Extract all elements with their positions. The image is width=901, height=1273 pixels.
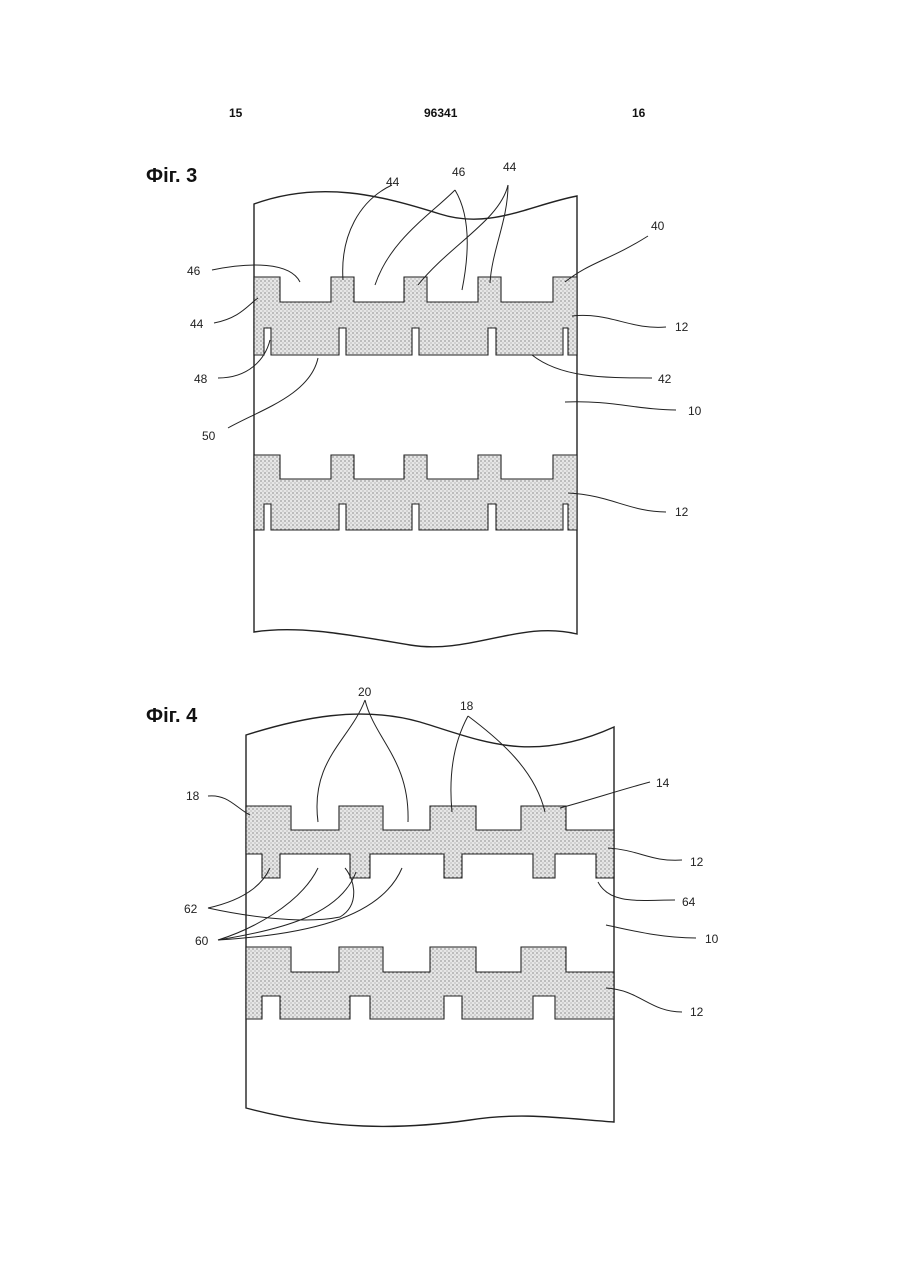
fig4-label-62: 62 xyxy=(184,902,198,916)
fig3-label-46b: 46 xyxy=(187,264,201,278)
fig4-leader-62-2 xyxy=(208,868,354,920)
fig4-leader-64 xyxy=(598,882,675,900)
fig3-label-48: 48 xyxy=(194,372,208,386)
fig3-label-50: 50 xyxy=(202,429,216,443)
fig4-leader-18b xyxy=(208,796,250,815)
fig4-label-18a: 18 xyxy=(460,699,474,713)
fig3-label-44b: 44 xyxy=(503,160,517,174)
fig3-label-40: 40 xyxy=(651,219,665,233)
fig3-substrate-outline xyxy=(254,192,577,647)
fig3-label-46a: 46 xyxy=(452,165,466,179)
fig4-leader-18a-2 xyxy=(468,716,545,812)
fig4-leader-62-1 xyxy=(208,868,270,908)
fig4-label-20: 20 xyxy=(358,685,372,699)
figure-4-drawing: 20 18 14 18 12 62 64 60 10 12 xyxy=(184,685,719,1126)
fig4-label-14: 14 xyxy=(656,776,670,790)
fig3-leader-50 xyxy=(228,358,318,428)
fig4-layer-lower xyxy=(246,947,614,1019)
fig4-label-60: 60 xyxy=(195,934,209,948)
fig4-leader-60-2 xyxy=(218,872,356,940)
figure-3-drawing: 44 46 44 40 46 44 12 48 42 10 50 12 xyxy=(187,160,702,647)
fig3-leader-44c xyxy=(214,298,258,323)
fig3-leader-10 xyxy=(565,402,676,410)
fig3-label-44c: 44 xyxy=(190,317,204,331)
fig3-leader-12b xyxy=(568,493,666,512)
fig3-layer-lower xyxy=(254,455,577,530)
fig4-label-64: 64 xyxy=(682,895,696,909)
fig4-label-18b: 18 xyxy=(186,789,200,803)
fig3-leader-12a xyxy=(572,315,666,327)
fig4-label-10: 10 xyxy=(705,932,719,946)
fig3-leader-42 xyxy=(532,355,652,378)
fig3-label-12a: 12 xyxy=(675,320,689,334)
fig3-leader-46a-1 xyxy=(375,190,455,285)
fig3-leader-46a-2 xyxy=(455,190,467,290)
fig4-leader-20-1 xyxy=(317,700,365,822)
fig3-leader-44b-2 xyxy=(490,185,508,283)
fig3-label-44a: 44 xyxy=(386,175,400,189)
fig4-layer-upper xyxy=(246,806,614,878)
fig4-leader-18a-1 xyxy=(451,716,468,812)
fig3-label-10: 10 xyxy=(688,404,702,418)
fig4-leader-12b xyxy=(606,988,682,1012)
fig3-label-42: 42 xyxy=(658,372,672,386)
fig4-leader-12a xyxy=(608,848,682,860)
fig4-leader-14 xyxy=(560,782,650,808)
fig3-layer-upper xyxy=(254,277,577,355)
fig4-leader-10 xyxy=(606,925,696,938)
fig4-label-12a: 12 xyxy=(690,855,704,869)
fig4-label-12b: 12 xyxy=(690,1005,704,1019)
fig3-leader-44b-1 xyxy=(418,185,508,285)
fig3-label-12b: 12 xyxy=(675,505,689,519)
